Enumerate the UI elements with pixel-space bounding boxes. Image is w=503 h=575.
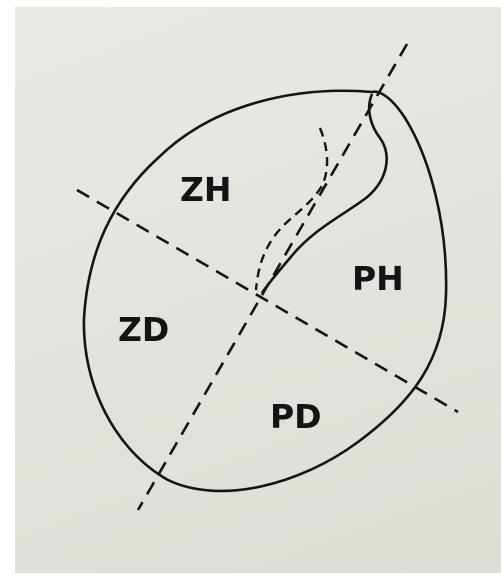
dashed-axis-vertical	[136, 43, 409, 511]
label-ph: PH	[352, 259, 404, 298]
dashed-axis-horizontal	[76, 188, 459, 414]
cleft-curve	[260, 93, 388, 294]
outline-shape	[82, 89, 448, 493]
label-zd: ZD	[118, 310, 169, 349]
label-zh: ZH	[180, 170, 232, 209]
inner-dashed-curve	[254, 127, 329, 291]
label-pd: PD	[270, 397, 322, 436]
